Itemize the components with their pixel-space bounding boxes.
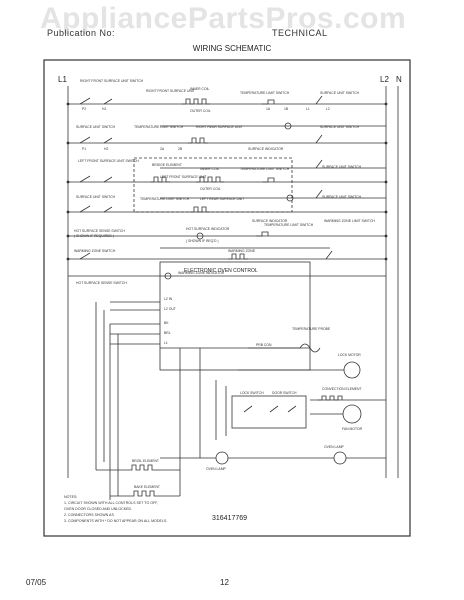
rail-label-l2: L2 [380,75,389,84]
label-oven-lamp-2: OVEN LAMP [324,445,345,449]
page-title: WIRING SCHEMATIC [192,44,272,53]
label-oven-lamp-1: OVEN LAMP [206,467,227,471]
oven-control-box [159,261,311,371]
header-technical: TECHNICAL [272,28,328,38]
label-bake-element: BAKE ELEMENT [134,485,160,489]
label-warming-zone-limit: WARMING ZONE LIMIT SWITCH [324,219,375,223]
label-outer-coil-2: OUTER COIL [200,187,221,191]
label-probe-con: PRB CON [256,343,272,347]
label-surface-unit-6: SURFACE UNIT SWITCH [322,195,362,199]
label-warming-zone: WARMING ZONE [228,249,256,253]
rail-label-l1: L1 [58,75,67,84]
broil-element-coil [128,464,156,471]
label-surface-unit-1: SURFACE UNIT SWITCH [320,91,360,95]
notes-line-1: 1. CIRCUIT SHOWN WITH ALL CONTROLS SET T… [64,501,158,505]
header-publication: Publication No: [47,28,116,38]
label-temp-limit-2: TEMPERATURE LIMIT SWITCH [134,125,184,129]
terminal-1b: 1B [284,107,289,111]
label-temp-limit-4: TEMPERATURE LIMIT SWITCH [140,197,190,201]
label-surface-unit-4: SURFACE UNIT SWITCH [322,165,362,169]
fan-motor-symbol [342,404,362,424]
oven-lamp-1 [215,451,229,465]
rail-label-n: N [396,75,402,84]
bake-element-coil [130,490,158,497]
terminal-l2: L2 [326,107,330,111]
label-rr-element: RIGHT REAR SURFACE UNIT [196,125,243,129]
footer-page-number: 12 [220,578,229,587]
label-bridge-element: BRIDGE ELEMENT [152,163,182,167]
label-temp-limit-1: TEMPERATURE LIMIT SWITCH [240,91,290,95]
terminal-p1: P1 [82,147,86,151]
notes-line-3: 2. CONNECTORS SHOWN AS [64,513,114,517]
terminal-2a: 2A [160,147,165,151]
label-rf-element: RIGHT FRONT SURFACE UNIT [146,89,195,93]
label-hot-surface-sense: HOT SURFACE SENSE SWITCH [74,229,125,233]
label-broil-element: BROIL ELEMENT [132,459,159,463]
control-pin-brl: BRL [164,331,171,335]
bridge-dashed-box [133,157,293,213]
label-inner-coil-2: INNER COIL [200,167,220,171]
lf-element-coil [196,176,224,183]
rf-element-coil [182,98,210,105]
label-hot-surface-indicator: HOT SURFACE INDICATOR [186,227,230,231]
lock-door-switch-box [231,395,307,429]
watermark: AppliancePartsPros.com [40,2,407,35]
surface-indicator-2 [286,194,294,202]
label-hot-surface-sense-2: HOT SURFACE SENSE SWITCH [76,281,127,285]
label-convection-element: CONVECTION ELEMENT [322,387,362,391]
part-number: 316417769 [212,515,247,522]
bridge-coil [150,176,170,183]
label-lock-motor: LOCK MOTOR [338,353,361,357]
label-temp-limit-5: TEMPERATURE LIMIT SWITCH [264,223,314,227]
footer-date: 07/05 [26,578,47,587]
label-surface-unit-5: SURFACE UNIT SWITCH [76,195,116,199]
label-hot-surface-indicator-note: ( SHOWN IF REQ'D ) [186,239,218,243]
control-pin-l1: L1 [164,341,168,345]
label-lf-element: LEFT FRONT SURFACE UNIT [160,175,207,179]
label-surface-unit-2: SURFACE UNIT SWITCH [76,125,116,129]
terminal-l1: L1 [306,107,310,111]
terminal-h1: H1 [102,107,106,111]
oven-lamp-2 [333,451,347,465]
notes-line-2: OVEN DOOR CLOSED AND UNLOCKED. [64,507,132,511]
label-lf-switch: LEFT FRONT SURFACE UNIT SWITCH [78,159,139,163]
label-temp-limit-3: TEMPERATURE LIMIT SWITCH [240,167,290,171]
lr-element-coil [190,206,210,213]
label-temp-probe: TEMPERATURE PROBE [292,327,331,331]
notes-line-4: 3. COMPONENTS WITH * DO NOT APPEAR ON AL… [64,519,167,523]
control-pin-bk: BK [164,321,169,325]
label-lock-switch: LOCK SWITCH [240,391,264,395]
terminal-p2: P2 [82,107,86,111]
rr-element-coil [188,137,208,144]
hot-surface-indicator [196,232,204,240]
control-pin-l2-in: L2 IN [164,297,173,301]
label-surface-indicator-2: SURFACE INDICATOR [252,219,288,223]
lock-motor-symbol [343,361,361,379]
label-warming-zone-switch: WARMING ZONE SWITCH [74,249,116,253]
terminal-2b: 2B [178,147,183,151]
label-control: ELECTRONIC OVEN CONTROL [184,268,258,274]
label-hot-surface-note: ( SHOWN IF REQUIRED ) [74,234,114,238]
warming-zone-coil [228,253,248,260]
surface-indicator-1 [284,122,292,130]
convection-element-coil [318,395,343,401]
label-door-switch: DOOR SWITCH [272,391,297,395]
notes-line-0: NOTES: [64,495,77,499]
label-fan-motor: FAN MOTOR [342,427,363,431]
label-surface-unit-3: SURFACE UNIT SWITCH [320,125,360,129]
label-rf-switch: RIGHT FRONT SURFACE UNIT SWITCH [80,79,144,83]
label-warming-zone-indicator: WARMING ZONE INDICATOR [178,271,225,275]
label-lr-element: LEFT REAR SURFACE UNIT [200,197,244,201]
label-surface-indicator-1: SURFACE INDICATOR [248,147,284,151]
temperature-probe-coil [299,343,321,353]
schematic-frame [43,59,411,537]
label-inner-coil: INNER COIL [190,87,210,91]
control-pin-l2-out: L2 OUT [164,307,176,311]
terminal-1a: 1A [266,107,271,111]
label-outer-coil: OUTER COIL [190,109,211,113]
terminal-h2: H2 [104,147,108,151]
